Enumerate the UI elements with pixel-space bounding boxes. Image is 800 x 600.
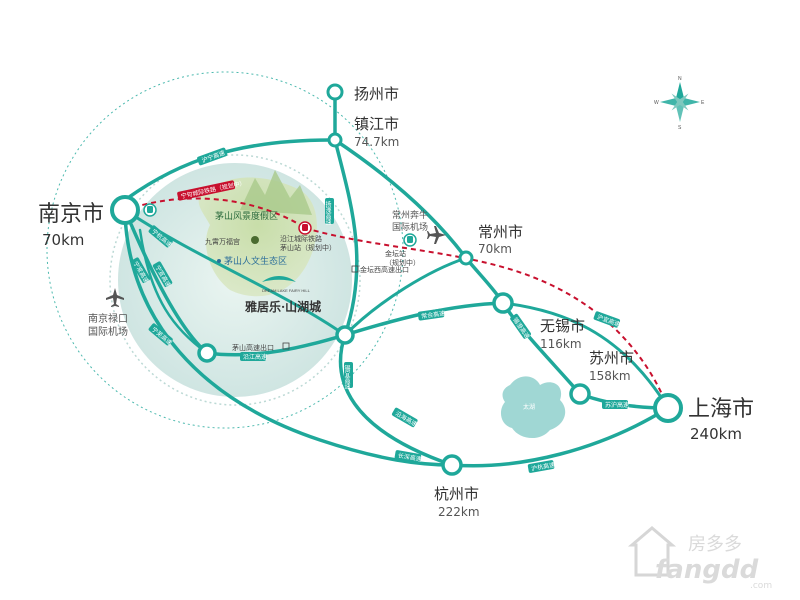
project-logo-wave (262, 276, 296, 282)
node-yangzhou[interactable] (326, 83, 344, 101)
city-nodes (110, 83, 683, 476)
changzhou-airport-line2: 国际机场 (392, 221, 428, 232)
lake-label: 太湖 (523, 403, 535, 411)
palace-label: 九霄万福宫 (205, 237, 240, 246)
mountain-peaks (240, 170, 312, 215)
inner-ring (109, 154, 361, 406)
label-zhenjiang: 镇江市 (354, 115, 399, 133)
project-name: 雅居乐·山湖城 (244, 299, 321, 314)
watermark-house-icon (627, 526, 677, 577)
node-zhenjiang[interactable] (327, 132, 343, 148)
jintan-exit-label: 金坛西高速出口 (360, 265, 409, 274)
node-wuxi[interactable] (492, 292, 514, 314)
station-label-1: 沿江城际铁路 (280, 234, 322, 243)
node-nanjing[interactable] (110, 195, 140, 225)
node-changzhou[interactable] (458, 250, 474, 266)
project-en: DREAM LAKE FAIRY HILL (262, 288, 311, 293)
hw-label-yanjiang: 沿江高速 (243, 353, 267, 361)
label-shanghai: 上海市 (688, 397, 754, 422)
dist-hangzhou: 222km (438, 505, 480, 519)
compass-w: W (654, 100, 659, 106)
changzhou-airport-icon (427, 226, 446, 244)
label-yangzhou: 扬州市 (354, 85, 399, 103)
compass-s: S (678, 125, 682, 131)
label-changzhou: 常州市 (478, 223, 523, 241)
scenic-area-label: 茅山风景度假区 (215, 210, 278, 221)
watermark: 房多多 fangdd .com (627, 526, 772, 591)
compass-icon: N S E W (654, 76, 705, 131)
jintan-label-1: 金坛站 (385, 249, 406, 258)
station-label-2: 茅山站（规划中） (280, 243, 336, 252)
radius-ring (46, 71, 404, 429)
nanjing-airport-line1: 南京禄口 (88, 312, 128, 325)
dist-suzhou: 158km (589, 369, 631, 383)
taihu-lake (500, 376, 566, 439)
culture-pin-icon (217, 259, 221, 263)
hw-label-husu: 苏沪高速 (605, 401, 629, 409)
watermark-cn: 房多多 (688, 534, 742, 555)
rail-line (124, 197, 669, 409)
label-suzhou: 苏州市 (589, 349, 634, 367)
dist-nanjing: 70km (42, 231, 84, 249)
palace-marker (251, 236, 259, 244)
compass-n: N (678, 76, 682, 82)
label-wuxi: 无锡市 (540, 317, 585, 335)
dist-changzhou: 70km (478, 242, 512, 256)
node-345[interactable] (335, 325, 355, 345)
jintan-label-2: （规划中） (385, 258, 420, 267)
node-hangzhou[interactable] (441, 454, 463, 476)
nanjing-airport-icon (106, 288, 124, 307)
dist-zhenjiang: 74.7km (354, 135, 399, 149)
node-207[interactable] (197, 343, 217, 363)
watermark-en: fangdd (655, 555, 759, 585)
culture-zone-label: 茅山人文生态区 (224, 255, 287, 266)
nanjing-airport-line2: 国际机场 (88, 325, 128, 338)
maoshan-exit-label: 茅山高速出口 (232, 343, 274, 352)
hw-label-changhe: 常合高速 (421, 309, 446, 320)
changzhou-airport-line1: 常州奔牛 (392, 209, 428, 220)
node-suzhou[interactable] (569, 383, 591, 405)
jintan-exit-icon (351, 265, 359, 273)
label-nanjing: 南京市 (38, 202, 104, 227)
hw-label-xiyi: 锡宜高速 (343, 364, 350, 390)
node-shanghai[interactable] (653, 393, 683, 423)
compass-e: E (701, 100, 705, 106)
watermark-com: .com (750, 581, 772, 591)
label-hangzhou: 杭州市 (434, 485, 479, 503)
dist-shanghai: 240km (690, 425, 742, 443)
maoshan-exit-icon (282, 342, 290, 350)
hw-label-yangli: 扬溧高速 (324, 200, 331, 226)
dist-wuxi: 116km (540, 337, 582, 351)
